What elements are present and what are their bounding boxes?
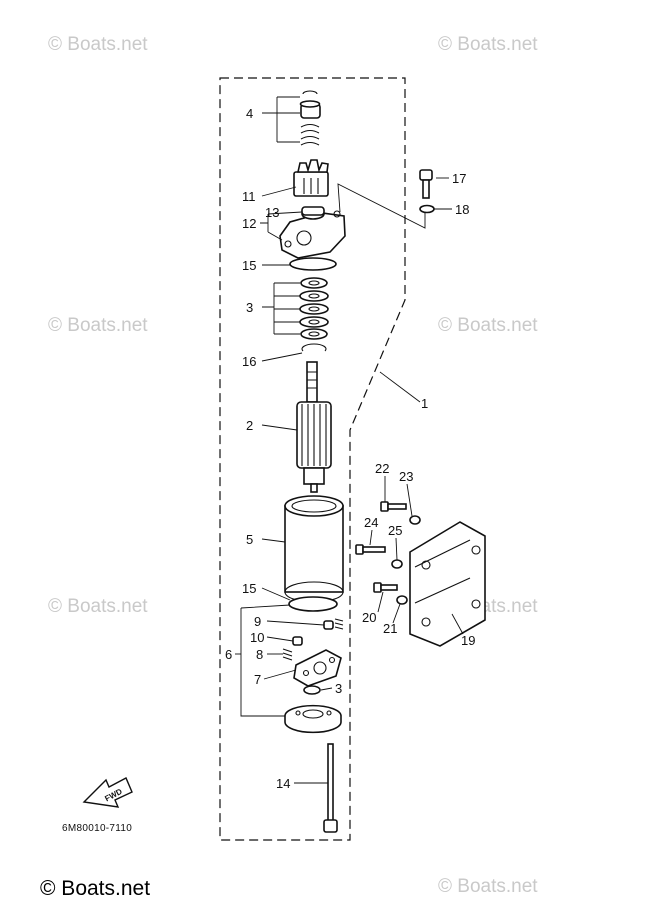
part-19-mounting-bracket xyxy=(409,521,486,647)
callout-8: 8 xyxy=(256,647,263,662)
callout-3: 3 xyxy=(246,300,253,315)
callout-18: 18 xyxy=(455,202,469,217)
callout-16: 16 xyxy=(242,354,256,369)
watermark: © Boats.net xyxy=(438,315,538,336)
part-21-washer xyxy=(396,595,408,605)
callout-14: 14 xyxy=(276,776,290,791)
watermark: © Boats.net xyxy=(438,876,538,897)
callout-13: 13 xyxy=(265,205,279,220)
part-18-washer xyxy=(419,204,435,214)
callout-2: 2 xyxy=(246,418,253,433)
part-2-armature xyxy=(296,361,332,493)
part-23-washer xyxy=(409,515,421,525)
callout-24: 24 xyxy=(364,515,378,530)
part-11-pinion-gear xyxy=(293,159,329,197)
callout-20: 20 xyxy=(362,610,376,625)
part-4-spring-set xyxy=(299,90,321,146)
watermark: © Boats.net xyxy=(48,34,148,55)
callout-19: 19 xyxy=(461,633,475,648)
callout-labels: 4 11 13 12 15 3 16 2 5 15 9 10 6 8 7 3 1… xyxy=(225,106,475,791)
callout-5: 5 xyxy=(246,532,253,547)
callout-22: 22 xyxy=(375,461,389,476)
footer-brand: © Boats.net xyxy=(40,877,150,900)
watermark: © Boats.net xyxy=(48,596,148,617)
callout-6: 6 xyxy=(225,647,232,662)
callout-11: 11 xyxy=(242,189,256,204)
part-22-bolt xyxy=(380,501,407,512)
part-3-washer-stack xyxy=(299,277,329,340)
callout-12: 12 xyxy=(242,216,256,231)
callout-25: 25 xyxy=(388,523,402,538)
part-5-yoke xyxy=(284,495,344,603)
callout-10: 10 xyxy=(250,630,264,645)
callout-15: 15 xyxy=(242,581,256,596)
callout-9: 9 xyxy=(254,614,261,629)
callout-15: 15 xyxy=(242,258,256,273)
part-14-through-bolt xyxy=(323,743,338,833)
leader-lines xyxy=(235,96,464,784)
watermark: © Boats.net xyxy=(438,34,538,55)
part-16-snap-ring xyxy=(301,343,327,352)
diagram-code: 6M80010-7110 xyxy=(62,823,132,834)
part-25-washer xyxy=(391,559,403,569)
part-15-o-ring xyxy=(289,257,337,271)
callout-23: 23 xyxy=(399,469,413,484)
part-20-bolt xyxy=(373,582,398,593)
watermark-layer: © Boats.net © Boats.net © Boats.net © Bo… xyxy=(48,34,538,897)
part-15-o-ring xyxy=(288,596,338,612)
callout-4: 4 xyxy=(246,106,253,121)
part-6-brush-set xyxy=(282,618,344,734)
callout-17: 17 xyxy=(452,171,466,186)
callout-3: 3 xyxy=(335,681,342,696)
part-24-bolt xyxy=(355,544,386,555)
callout-1: 1 xyxy=(421,396,428,411)
assembly-boundary xyxy=(219,77,406,841)
part-12-upper-bracket xyxy=(279,206,346,259)
fwd-arrow-icon: FWD xyxy=(82,777,133,808)
callout-21: 21 xyxy=(383,621,397,636)
watermark: © Boats.net xyxy=(48,315,148,336)
part-17-bolt xyxy=(419,169,433,199)
callout-7: 7 xyxy=(254,672,261,687)
